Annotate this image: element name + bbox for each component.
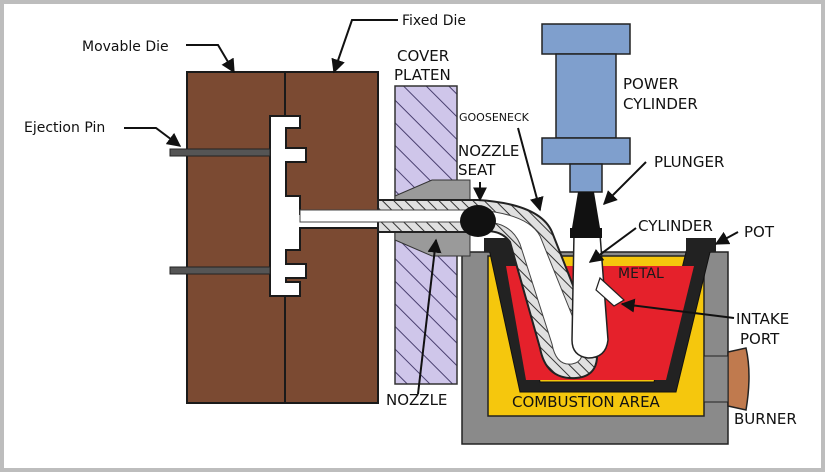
label-intake-port-1: INTAKE — [736, 310, 789, 328]
label-nozzle-seat-1: NOZZLE — [458, 142, 519, 160]
label-cover-platen-1: COVER — [397, 47, 449, 65]
label-nozzle: NOZZLE — [386, 391, 447, 409]
gooseneck-channel — [299, 209, 584, 365]
label-power-cylinder-1: POWER — [623, 75, 679, 93]
label-plunger: PLUNGER — [654, 153, 724, 171]
label-burner: BURNER — [734, 410, 797, 428]
label-movable-die: Movable Die — [82, 39, 169, 55]
cylinder — [571, 233, 609, 359]
label-power-cylinder-2: CYLINDER — [623, 95, 698, 113]
power-cylinder — [541, 23, 631, 193]
ejection-pin-top — [169, 148, 271, 157]
movable-die — [186, 71, 286, 404]
ejection-pin-bottom — [169, 266, 271, 275]
plunger — [572, 192, 600, 228]
label-metal: METAL — [618, 266, 664, 282]
label-gooseneck: GOOSENECK — [459, 111, 530, 124]
label-fixed-die: Fixed Die — [402, 13, 466, 29]
leader-lines — [124, 19, 739, 395]
label-cover-platen-2: PLATEN — [394, 66, 451, 84]
label-cylinder: CYLINDER — [638, 217, 713, 235]
label-nozzle-seat-2: SEAT — [458, 161, 496, 179]
label-intake-port-2: PORT — [740, 330, 780, 348]
label-ejection-pin: Ejection Pin — [24, 120, 105, 136]
label-combustion-area: COMBUSTION AREA — [512, 393, 661, 411]
nozzle-seat — [460, 205, 496, 237]
intake-port — [595, 276, 625, 307]
burner — [727, 347, 750, 411]
label-pot: POT — [744, 223, 775, 241]
